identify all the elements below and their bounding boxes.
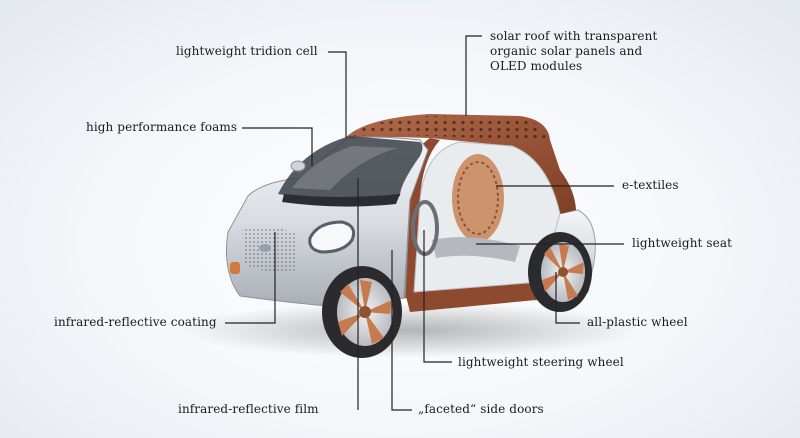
leader-lines (225, 35, 624, 411)
windshield (278, 136, 423, 201)
rear-rim-spokes (542, 244, 584, 300)
front-indicator (230, 262, 240, 274)
label-lightweight-steering-wheel: lightweight steering wheel (458, 355, 624, 369)
label-tridion-cell: lightweight tridion cell (176, 44, 318, 58)
label-infrared-reflective-coating: infrared-reflective coating (54, 315, 217, 329)
label-solar-roof: solar roof with transparent organic sola… (490, 29, 657, 74)
leader-foams (242, 127, 313, 166)
windshield-glare (292, 146, 398, 190)
side-mirror (290, 160, 306, 172)
leader-coating (225, 232, 276, 324)
seat-cushion (432, 237, 520, 262)
label-lightweight-seat: lightweight seat (632, 236, 733, 250)
leader-tridion (328, 51, 347, 138)
leader-steering (423, 230, 452, 363)
rear-hub (558, 267, 568, 277)
leader-doors (391, 250, 412, 411)
label-infrared-reflective-film: infrared-reflective film (178, 402, 319, 416)
dashboard (282, 194, 400, 207)
label-high-performance-foams: high performance foams (86, 120, 238, 134)
label-solar-roof-line-1: solar roof with transparent (490, 29, 658, 43)
smart-logo (259, 244, 271, 252)
seat-back-pattern (457, 161, 499, 235)
leader-wheel (555, 272, 580, 324)
label-solar-roof-line-2: organic solar panels and (490, 44, 643, 58)
label-all-plastic-wheel: all-plastic wheel (587, 315, 688, 329)
front-hub (359, 306, 371, 318)
solar-roof-dots (350, 116, 546, 140)
side-door (403, 199, 411, 299)
label-e-textiles: e-textiles (622, 178, 679, 192)
label-faceted-side-doors: „faceted“ side doors (418, 402, 544, 416)
seat-back (452, 154, 504, 242)
headlight (308, 220, 356, 254)
ground-shadow (180, 302, 640, 358)
leader-roof (465, 35, 482, 116)
label-solar-roof-line-3: OLED modules (490, 59, 583, 73)
steering-wheel (411, 200, 439, 256)
front-rim-spokes (338, 280, 392, 344)
